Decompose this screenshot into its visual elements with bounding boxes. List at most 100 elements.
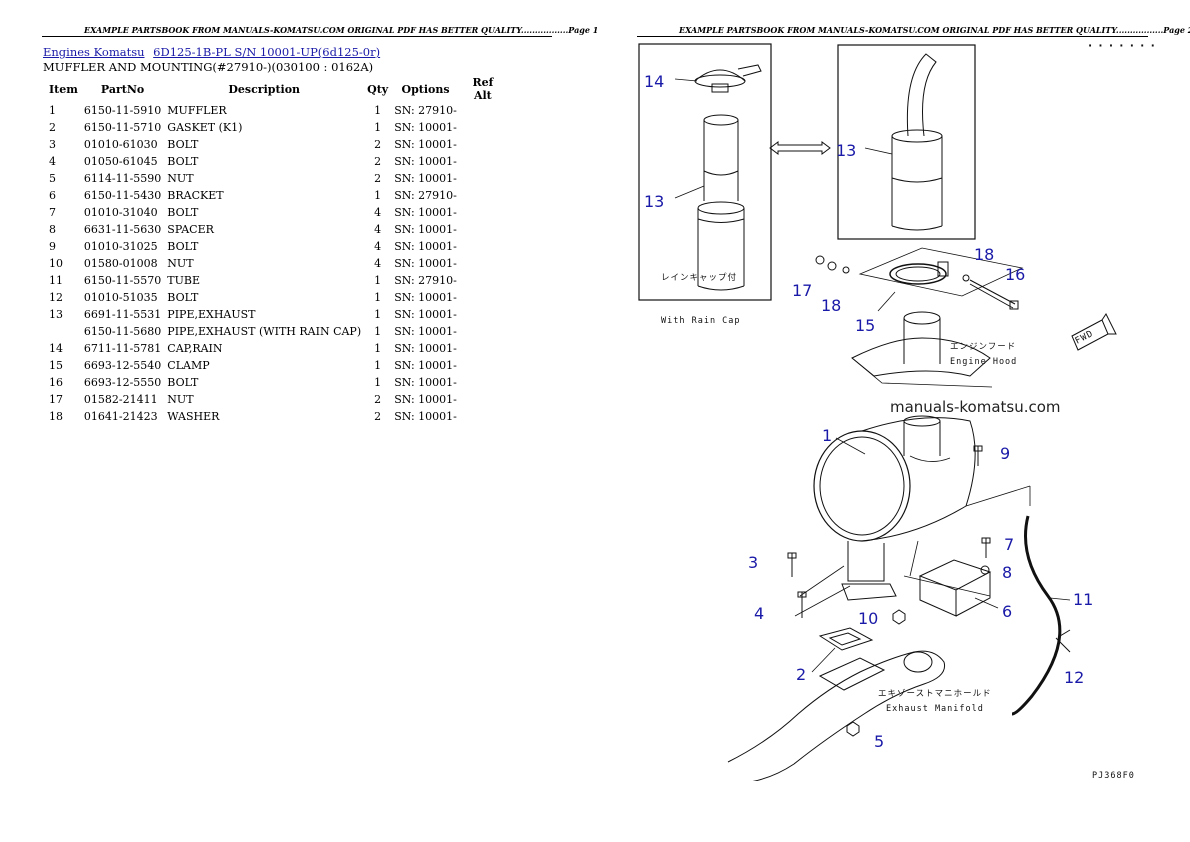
cell-qty: 1 — [374, 189, 382, 202]
cell-part: 6150-11-5710 — [83, 121, 162, 134]
svg-text:FWD: FWD — [1074, 329, 1096, 347]
cell-item: 9 — [49, 240, 56, 253]
inset-curved-pipe — [837, 44, 976, 240]
cell-desc: BOLT — [167, 206, 199, 219]
callout-18-a: 18 — [974, 245, 994, 264]
cell-qty: 1 — [374, 342, 382, 355]
cell-ref — [460, 408, 506, 425]
cell-qty: 1 — [374, 359, 382, 372]
callout-9: 9 — [1000, 444, 1010, 463]
cell-desc: NUT — [167, 393, 194, 406]
exploded-parts-diagram: · · · · · · · レインキャップ付 With Rain Cap 14 … — [638, 42, 1155, 781]
breadcrumb-link-model[interactable]: 6D125-1B-PL S/N 10001-UP(6d125-0r) — [153, 45, 381, 59]
col-header-partno: PartNo — [100, 82, 145, 96]
diagram-dots: · · · · · · · — [1088, 42, 1155, 50]
bolt-3-icon — [787, 552, 797, 577]
cell-ref — [460, 374, 506, 391]
cell-qty: 4 — [374, 240, 382, 253]
cell-ref — [460, 238, 506, 255]
cell-desc: CAP,RAIN — [167, 342, 223, 355]
cell-desc: BRACKET — [167, 189, 224, 202]
bolt-12-icon — [1055, 629, 1071, 653]
cell-part: 6631-11-5630 — [83, 223, 162, 236]
cell-desc: BOLT — [167, 240, 199, 253]
cell-opt: SN: 27910- — [394, 189, 457, 202]
callout-13-b: 13 — [836, 141, 856, 160]
col-header-qty: Qty — [367, 82, 389, 96]
cell-item: 1 — [49, 104, 56, 117]
cell-opt: SN: 10001- — [394, 410, 457, 423]
cell-opt: SN: 10001- — [394, 121, 457, 134]
cell-part: 6711-11-5781 — [83, 342, 162, 355]
page1-header-rule — [42, 36, 552, 37]
page2-header: EXAMPLE PARTSBOOK FROM MANUALS-KOMATSU.C… — [679, 25, 1190, 35]
cell-item: 17 — [49, 393, 63, 406]
cell-item: 5 — [49, 172, 56, 185]
cell-part: 01010-51035 — [83, 291, 158, 304]
cell-desc: TUBE — [167, 274, 201, 287]
callout-15: 15 — [855, 316, 875, 335]
cell-desc: SPACER — [167, 223, 214, 236]
breadcrumb: Engines Komatsu 6D125-1B-PL S/N 10001-UP… — [43, 45, 385, 59]
exhaust-manifold: エキゾーストマニホールド Exhaust Manifold — [727, 650, 991, 781]
callout-4: 4 — [754, 604, 764, 623]
cell-part: 01010-31040 — [83, 206, 158, 219]
cell-qty: 1 — [374, 291, 382, 304]
cell-qty: 2 — [374, 172, 382, 185]
cell-qty: 4 — [374, 257, 382, 270]
cell-part: 01641-21423 — [83, 410, 158, 423]
cell-item: 10 — [49, 257, 63, 270]
cell-item: 11 — [49, 274, 63, 287]
cell-item: 15 — [49, 359, 63, 372]
callout-8: 8 — [1002, 563, 1012, 582]
cell-ref — [460, 391, 506, 408]
callout-5: 5 — [874, 732, 884, 751]
callout-16: 16 — [1005, 265, 1025, 284]
cell-part: 01582-21411 — [83, 393, 158, 406]
cell-ref — [460, 221, 506, 238]
cell-opt: SN: 10001- — [394, 342, 457, 355]
cell-qty: 4 — [374, 223, 382, 236]
parts-table: Item PartNo Description Qty Options Ref … — [43, 76, 506, 425]
callout-1: 1 — [822, 426, 832, 445]
cell-part: 6150-11-5680 — [83, 325, 162, 338]
cell-part: 6691-11-5531 — [83, 308, 162, 321]
cell-qty: 1 — [374, 274, 382, 287]
cell-item: 6 — [49, 189, 56, 202]
callout-7: 7 — [1004, 535, 1014, 554]
rain-cap-en-label: With Rain Cap — [661, 316, 741, 326]
bolt-7-icon — [981, 537, 991, 558]
table-header-row: Item PartNo Description Qty Options Ref … — [43, 76, 506, 102]
col-header-options: Options — [401, 82, 450, 96]
muffler-assembly — [794, 415, 1031, 617]
callout-18-b: 18 — [821, 296, 841, 315]
cell-part: 6693-12-5550 — [83, 376, 162, 389]
callout-14: 14 — [644, 72, 664, 91]
breadcrumb-link-engines[interactable]: Engines Komatsu — [43, 45, 145, 59]
cell-ref — [460, 357, 506, 374]
cell-item: 7 — [49, 206, 56, 219]
cell-qty: 2 — [374, 155, 382, 168]
cell-ref — [460, 340, 506, 357]
col-header-description: Description — [228, 82, 301, 96]
cell-opt: SN: 10001- — [394, 291, 457, 304]
cell-ref — [460, 289, 506, 306]
cell-ref — [460, 187, 506, 204]
cell-qty: 1 — [374, 376, 382, 389]
cell-opt: SN: 10001- — [394, 359, 457, 372]
cell-opt: SN: 27910- — [394, 104, 457, 117]
cell-ref — [460, 170, 506, 187]
cell-item: 13 — [49, 308, 63, 321]
cell-desc: GASKET (K1) — [167, 121, 243, 134]
tube-11 — [1011, 515, 1062, 716]
cell-part: 01010-61030 — [83, 138, 158, 151]
